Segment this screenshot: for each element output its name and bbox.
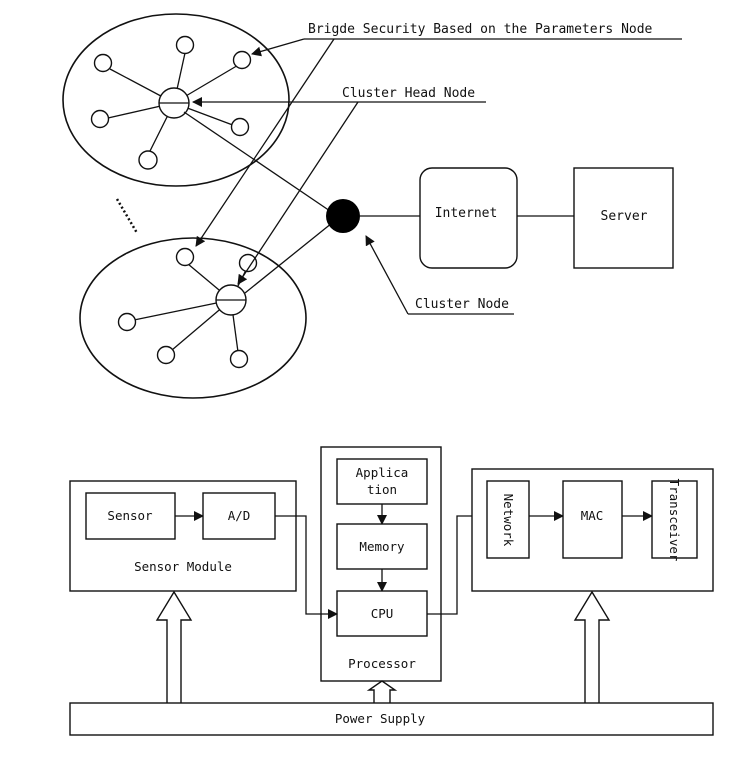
transceiver-label: Transceiver: [667, 479, 682, 562]
cluster-2-member-node: [238, 253, 258, 273]
application-label-line2: tion: [367, 482, 397, 497]
cpu-label: CPU: [371, 606, 394, 621]
cluster-head-arrow-2: [237, 101, 359, 285]
transceiver-box: [651, 480, 698, 559]
memory-label: Memory: [359, 539, 405, 554]
cluster-2-member-node: [229, 349, 249, 369]
cluster-1-boundary: [62, 13, 290, 187]
cluster-ellipsis: [115, 198, 139, 234]
mac-box: [562, 480, 623, 559]
mac-label: MAC: [581, 508, 604, 523]
cluster-2: [79, 237, 307, 399]
ad-to-cpu-connector: [275, 515, 338, 619]
cluster-2-member-node: [175, 247, 195, 267]
cluster-2-head-node: [215, 284, 247, 316]
ad-box: [202, 492, 276, 540]
cluster-node-label: Cluster Node: [415, 297, 509, 312]
cluster-1-head-node: [158, 87, 190, 119]
cluster-1: [62, 13, 290, 187]
sensor-label: Sensor: [107, 508, 153, 523]
server-label: Server: [601, 209, 648, 224]
cluster-1-member-node: [232, 50, 252, 70]
power-arrow-processor: [366, 680, 398, 703]
processor-label: Processor: [348, 656, 416, 671]
ad-label: A/D: [228, 508, 251, 523]
cluster-2-member-node: [156, 345, 176, 365]
bridge-security-arrow-1: [251, 38, 305, 57]
cluster-head-label: Cluster Head Node: [342, 86, 475, 101]
application-label-line1: Applica: [356, 465, 409, 480]
network-box: [486, 480, 530, 559]
memory-box: [336, 523, 428, 570]
cluster-1-member-node: [230, 117, 250, 137]
server-box: [573, 167, 674, 269]
network-label: Network: [501, 494, 516, 547]
power-arrow-communication-module: [573, 590, 611, 703]
link-head2-to-sink: [244, 222, 333, 294]
sensor-module-label: Sensor Module: [134, 559, 232, 574]
power-arrow-sensor-module: [155, 590, 193, 703]
cluster-node-arrow: [365, 235, 409, 315]
internet-label: Internet: [435, 206, 498, 221]
cluster-2-member-node: [117, 312, 137, 332]
application-box: [336, 458, 428, 505]
cluster-sink-node: [326, 199, 360, 233]
power-supply-box: [69, 702, 714, 736]
bridge-security-arrow-2: [195, 38, 335, 247]
cluster-1-member-node: [175, 35, 195, 55]
cluster-2-boundary: [79, 237, 307, 399]
sensor-box: [85, 492, 176, 540]
cluster-1-member-node: [138, 150, 158, 170]
bridge-security-label: Brigde Security Based on the Parameters …: [308, 22, 653, 37]
cpu-box: [336, 590, 428, 637]
link-head1-to-sink: [183, 111, 331, 212]
internet-box: [419, 167, 518, 269]
cluster-1-member-node: [93, 53, 113, 73]
power-supply-label: Power Supply: [335, 711, 426, 726]
cluster-1-member-node: [90, 109, 110, 129]
